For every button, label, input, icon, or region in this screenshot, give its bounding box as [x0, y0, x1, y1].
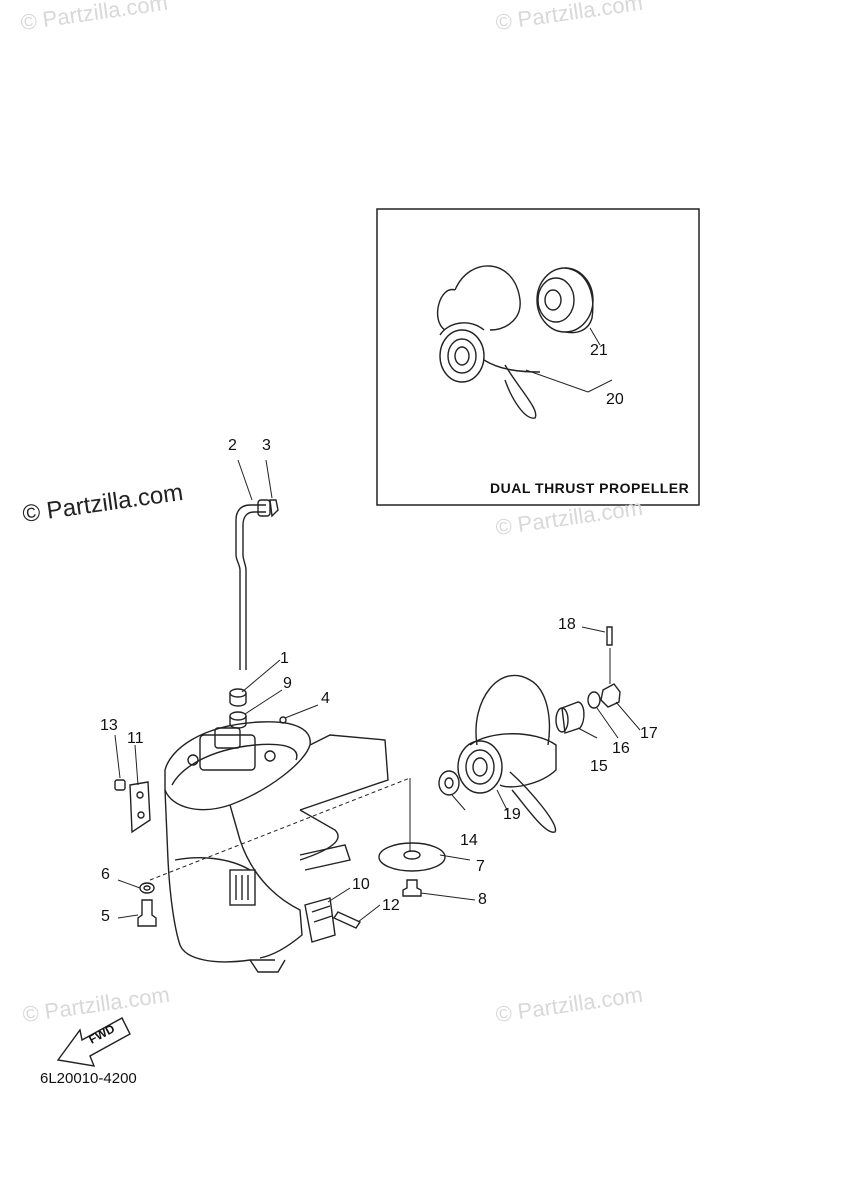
callout-6: 6: [101, 866, 110, 883]
callout-4: 4: [321, 690, 330, 707]
callout-12: 12: [382, 897, 400, 914]
callout-5: 5: [101, 908, 110, 925]
callout-3: 3: [262, 437, 271, 454]
callout-1: 1: [280, 650, 289, 667]
callout-15: 15: [590, 758, 608, 775]
callout-9: 9: [283, 675, 292, 692]
callout-10: 10: [352, 876, 370, 893]
inset-frame: [376, 208, 700, 506]
callout-14: 14: [460, 832, 478, 849]
callout-20: 20: [606, 391, 624, 408]
callout-17: 17: [640, 725, 658, 742]
callout-19: 19: [503, 806, 521, 823]
callout-16: 16: [612, 740, 630, 757]
fastener-parts-graphic: [114, 626, 621, 943]
lower-unit-housing-graphic: [164, 721, 389, 973]
callout-7: 7: [476, 858, 485, 875]
callout-8: 8: [478, 891, 487, 908]
inset-title: DUAL THRUST PROPELLER: [490, 480, 690, 496]
callout-13: 13: [100, 717, 118, 734]
inset-propeller-graphic: [436, 265, 594, 419]
callout-2: 2: [228, 437, 237, 454]
callout-18: 18: [558, 616, 576, 633]
callout-21: 21: [590, 342, 608, 359]
inset-leaders: [525, 327, 613, 393]
propeller-graphic: [457, 674, 557, 833]
seal-parts-graphic: [229, 688, 287, 729]
leader-lines: [114, 459, 641, 923]
fwd-arrow-icon: [56, 1017, 131, 1067]
callout-11: 11: [127, 730, 144, 747]
diagram-code: 6L20010-4200: [40, 1070, 137, 1087]
water-tube-graphic: [235, 499, 279, 670]
